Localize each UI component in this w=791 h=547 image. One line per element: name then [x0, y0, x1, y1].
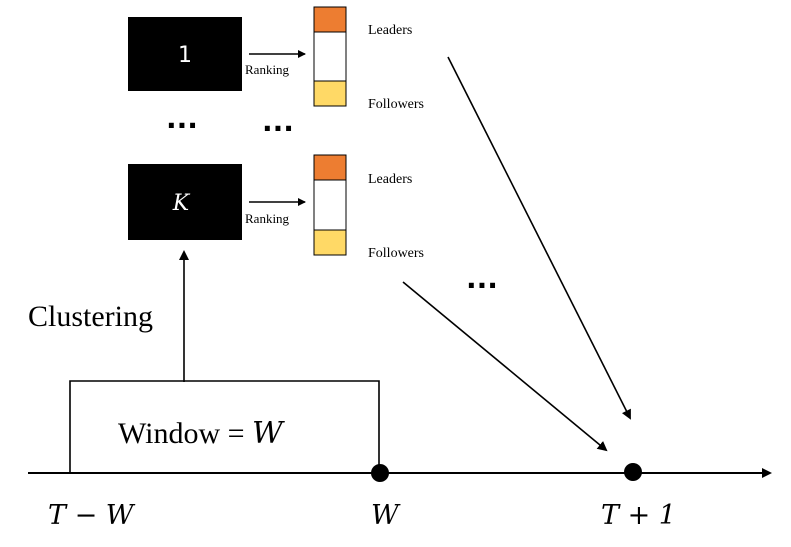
leaders-band-1 — [313, 6, 347, 33]
cluster-group-k: K Ranking Leaders Followers — [128, 154, 424, 261]
ellipsis-right: ··· — [262, 112, 294, 145]
leaders-to-next-arrow — [447, 56, 631, 420]
cluster-box-k-label: K — [172, 191, 191, 216]
cluster-box-k — [128, 164, 242, 240]
ranking-middle-k — [313, 179, 347, 231]
leaders-label-k: Leaders — [368, 172, 412, 187]
next-time-point — [624, 463, 642, 481]
ranking-label-k: Ranking — [245, 211, 290, 226]
ranking-bar-k — [313, 154, 347, 256]
cluster-box-1-label: 1 — [178, 43, 192, 68]
ranking-middle-1 — [313, 31, 347, 82]
window-end-point — [371, 464, 389, 482]
window-label-var: W — [252, 416, 285, 451]
followers-band-k — [313, 229, 347, 256]
timeline-start-label: T − W — [48, 500, 136, 531]
timeline-window-end-label: W — [371, 500, 401, 531]
followers-to-next-arrow — [402, 281, 608, 452]
leaders-band-k — [313, 154, 347, 181]
ranking-bar-1 — [313, 6, 347, 107]
timeline-next-label: T + 1 — [601, 500, 676, 531]
followers-label-k: Followers — [368, 246, 424, 261]
ellipsis-arrows: ··· — [466, 269, 498, 302]
cluster-group-1: 1 Ranking Leaders Followers — [128, 6, 424, 112]
followers-label-1: Followers — [368, 97, 424, 112]
followers-band-1 — [313, 80, 347, 107]
window-label: Window = W — [118, 416, 285, 451]
window-label-prefix: Window = — [118, 417, 252, 450]
ranking-label-1: Ranking — [245, 62, 290, 77]
leaders-label-1: Leaders — [368, 23, 412, 38]
ellipsis-left: ··· — [166, 109, 198, 142]
cluster-box-1 — [128, 17, 242, 91]
clustering-label: Clustering — [28, 300, 153, 333]
window-box — [69, 380, 380, 473]
